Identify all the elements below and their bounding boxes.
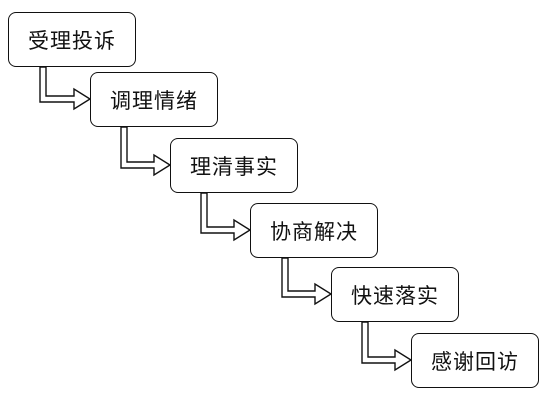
step-label-6: 感谢回访 [431, 349, 519, 374]
step-box-5: 快速落实 [331, 267, 459, 322]
step-label-1: 受理投诉 [28, 28, 116, 53]
step-box-6: 感谢回访 [411, 333, 539, 388]
step-label-2: 调理情绪 [110, 88, 198, 113]
arrow-5-to-6 [361, 321, 413, 372]
step-box-4: 协商解决 [250, 203, 378, 258]
arrow-1-to-2 [39, 66, 92, 111]
step-label-3: 理清事实 [190, 154, 278, 179]
arrow-3-to-4 [200, 192, 252, 242]
step-label-5: 快速落实 [351, 283, 439, 308]
step-box-3: 理清事实 [170, 138, 298, 193]
arrow-2-to-3 [120, 126, 172, 177]
step-box-1: 受理投诉 [8, 12, 136, 67]
arrow-4-to-5 [281, 257, 333, 306]
step-label-4: 协商解决 [270, 219, 358, 244]
step-box-2: 调理情绪 [90, 72, 218, 127]
